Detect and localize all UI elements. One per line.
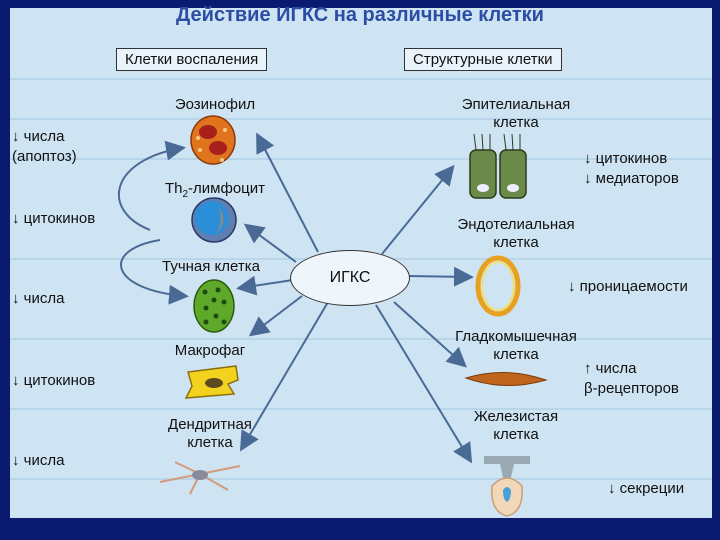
- endothelial-label-1: Эндотелиальная: [457, 216, 575, 233]
- dendritic-label-1: Дендритная: [168, 416, 252, 433]
- curved-arrow-1: [117, 140, 186, 231]
- effect-lymphocyte: ↓ цитокинов: [12, 210, 96, 227]
- endothelial-cell-icon: [475, 255, 521, 317]
- effect-endothelial: ↓ проницаемости: [568, 278, 688, 295]
- effect-eosinophil-1: ↓ числа: [12, 128, 65, 145]
- smooth-muscle-cell-icon: [464, 372, 548, 386]
- macrophage-cell-icon: [184, 365, 239, 399]
- effect-macrophage: ↓ цитокинов: [12, 372, 96, 389]
- epithelial-label-1: Эпителиальная: [461, 96, 571, 113]
- effect-smooth-muscle-2: β-рецепторов: [584, 380, 679, 397]
- curved-arrow-2: [120, 239, 189, 305]
- effect-epithelial-2: ↓ медиаторов: [584, 170, 679, 187]
- smooth-muscle-label-1: Гладкомышечная: [455, 328, 577, 345]
- arrow-to-dendritic: [239, 301, 329, 452]
- igcs-label: ИГКС: [329, 269, 371, 286]
- smooth-muscle-label-2: клетка: [493, 346, 539, 363]
- arrow-to-glandular: [375, 304, 473, 464]
- epithelial-cell-icon: [469, 133, 527, 199]
- dendritic-cell-icon: [159, 461, 241, 495]
- effect-dendritic: ↓ числа: [12, 452, 65, 469]
- arrow-to-epithelial: [381, 164, 455, 255]
- arrow-to-smooth-muscle: [393, 301, 467, 368]
- effect-epithelial-1: ↓ цитокинов: [584, 150, 668, 167]
- eosinophil-label: Эозинофил: [174, 96, 256, 113]
- inflammatory-cells-header: Клетки воспаления: [116, 48, 268, 71]
- effect-smooth-muscle-1: ↑ числа: [584, 360, 637, 377]
- glandular-label-2: клетка: [493, 426, 539, 443]
- glandular-cell-icon: [484, 456, 530, 517]
- arrow-to-macrophage: [248, 295, 303, 337]
- slide-title: Действие ИГКС на различные клетки: [176, 4, 544, 26]
- glandular-label-1: Железистая: [473, 408, 559, 425]
- effect-mast: ↓ числа: [12, 290, 65, 307]
- mast-cell-icon: [193, 279, 235, 333]
- dendritic-label-2: клетка: [187, 434, 233, 451]
- effect-eosinophil-2: (апоптоз): [12, 148, 77, 165]
- arrow-to-mast: [236, 275, 294, 296]
- macrophage-label: Макрофаг: [174, 342, 246, 359]
- epithelial-label-2: клетка: [493, 114, 539, 131]
- structural-cells-header: Структурные клетки: [404, 48, 562, 71]
- mast-cell-label: Тучная клетка: [162, 258, 260, 275]
- effect-glandular: ↓ секреции: [608, 480, 685, 497]
- igcs-center-node: ИГКС: [290, 250, 410, 306]
- arrow-to-lymphocite: [243, 223, 297, 263]
- th2-lymphocyte-label: Th2-лимфоцит: [164, 180, 266, 200]
- arrow-to-endothelial: [407, 266, 474, 287]
- arrow-to-eosinophil: [256, 132, 319, 253]
- lymphocyte-cell-icon: [191, 197, 237, 243]
- eosinophil-cell-icon: [190, 115, 236, 165]
- endothelial-label-2: клетка: [493, 234, 539, 251]
